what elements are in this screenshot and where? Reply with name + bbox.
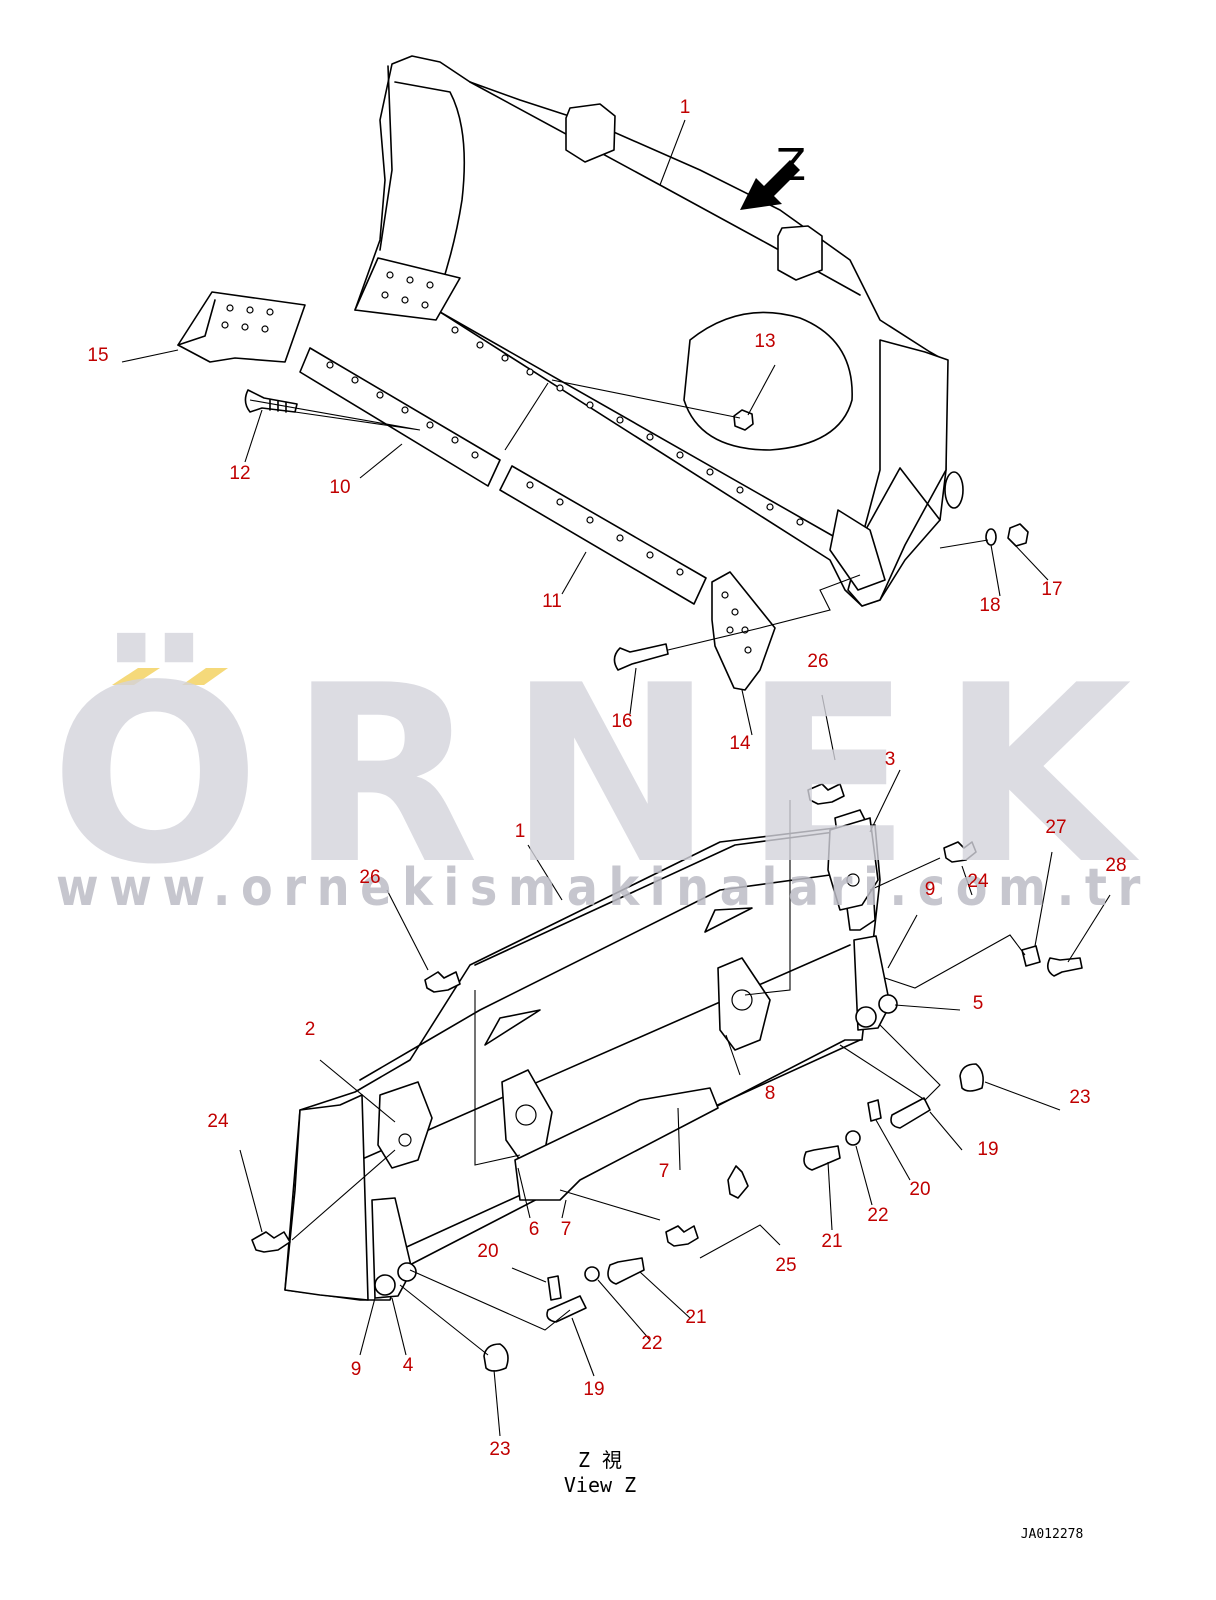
hinge-left bbox=[371, 1197, 417, 1299]
callout-c25: 25 bbox=[775, 1255, 796, 1276]
leader-lines bbox=[121, 119, 1111, 1437]
bracket-2 bbox=[377, 1081, 433, 1169]
watermark-umlaut-left bbox=[112, 668, 160, 685]
fitting-26-top bbox=[807, 783, 845, 805]
callout-c20-b: 20 bbox=[477, 1241, 498, 1262]
view-z-arrow bbox=[740, 160, 800, 210]
callout-c7-a: 7 bbox=[659, 1161, 670, 1182]
callout-c2: 2 bbox=[305, 1019, 316, 1040]
callout-c4: 4 bbox=[403, 1355, 414, 1376]
fitting-25-b bbox=[665, 1225, 699, 1247]
left-corner-plate bbox=[354, 257, 461, 321]
washer-18 bbox=[985, 528, 997, 546]
cylinder-boss-left bbox=[565, 103, 616, 163]
callout-c23-b: 23 bbox=[489, 1439, 510, 1460]
fitting-26-left bbox=[424, 971, 461, 993]
callout-c28: 28 bbox=[1105, 855, 1126, 876]
callout-c22-a: 22 bbox=[867, 1205, 888, 1226]
callout-c1-bottom: 1 bbox=[515, 821, 526, 842]
bolt-21-right bbox=[803, 1145, 841, 1171]
cylinder-boss-right bbox=[777, 225, 823, 281]
blade-front-assembly bbox=[354, 55, 964, 607]
bushing-23-right bbox=[959, 1063, 984, 1092]
bushing-23-left bbox=[483, 1343, 509, 1372]
callout-c26-b: 26 bbox=[359, 867, 380, 888]
callout-c27: 27 bbox=[1045, 817, 1066, 838]
callout-c8: 8 bbox=[765, 1083, 776, 1104]
caption-view-en: View Z bbox=[564, 1473, 636, 1497]
pin-19-left bbox=[546, 1295, 587, 1323]
callout-c3: 3 bbox=[885, 749, 896, 770]
callout-c11: 11 bbox=[542, 591, 562, 612]
callout-c12: 12 bbox=[229, 463, 250, 484]
callout-c21-b: 21 bbox=[685, 1307, 706, 1328]
callout-c19-b: 19 bbox=[583, 1379, 604, 1400]
gusset-1 bbox=[484, 1009, 541, 1046]
callout-c24-a: 24 bbox=[967, 871, 989, 892]
fitting-24-right bbox=[943, 841, 977, 863]
bolt-21-left bbox=[607, 1257, 645, 1285]
blade-bolt-strip bbox=[439, 311, 841, 541]
plate-20-right bbox=[867, 1099, 882, 1122]
gusset-2 bbox=[704, 907, 753, 933]
blade-rear-mid bbox=[359, 944, 851, 1161]
caption-view-jp: Z 視 bbox=[578, 1448, 622, 1472]
blade-curve bbox=[394, 81, 466, 291]
callout-c19-a: 19 bbox=[977, 1139, 998, 1160]
callout-c9-b: 9 bbox=[351, 1359, 362, 1380]
watermark-brand: ÖRNEK bbox=[50, 632, 1160, 918]
blade-left-wing bbox=[379, 65, 393, 251]
callout-c5: 5 bbox=[973, 993, 984, 1014]
callout-c10: 10 bbox=[329, 477, 350, 498]
callout-c16: 16 bbox=[611, 711, 632, 732]
drawing-code: JA012278 bbox=[1021, 1527, 1084, 1542]
washer-22-left bbox=[584, 1266, 600, 1282]
callout-c15: 15 bbox=[87, 345, 108, 366]
blade-rear-upper bbox=[359, 874, 831, 1081]
callout-c14: 14 bbox=[729, 733, 751, 754]
blade-rear-top bbox=[474, 829, 851, 966]
bolt-28 bbox=[1046, 957, 1083, 977]
pin-19-right bbox=[890, 1097, 931, 1129]
washer-22-right bbox=[845, 1130, 861, 1146]
cutting-edge-right bbox=[499, 465, 707, 605]
plate-27 bbox=[1021, 945, 1041, 967]
callout-c26-a: 26 bbox=[807, 651, 828, 672]
callout-c13: 13 bbox=[754, 331, 775, 352]
nut-17 bbox=[1007, 523, 1029, 547]
watermark: ÖRNEK www.ornekismakinalari.com.tr bbox=[50, 632, 1160, 918]
blade-oval-panel bbox=[683, 311, 853, 451]
fitting-25-a bbox=[727, 1165, 749, 1199]
callout-c23-a: 23 bbox=[1069, 1087, 1090, 1108]
callout-c9-a: 9 bbox=[925, 879, 936, 900]
watermark-url: www.ornekismakinalari.com.tr bbox=[56, 858, 1151, 918]
callout-c20-a: 20 bbox=[909, 1179, 930, 1200]
cutting-edge-left bbox=[299, 347, 501, 487]
callout-c24-b: 24 bbox=[207, 1111, 229, 1132]
callout-c6: 6 bbox=[529, 1219, 540, 1240]
callout-c7-b: 7 bbox=[561, 1219, 572, 1240]
callout-c22-b: 22 bbox=[641, 1333, 662, 1354]
callout-c21-a: 21 bbox=[821, 1231, 842, 1252]
blade-right-pin bbox=[944, 471, 964, 509]
callout-c1-top: 1 bbox=[680, 97, 691, 118]
end-bit-right bbox=[711, 571, 776, 691]
strut-7 bbox=[514, 1087, 719, 1201]
callout-c18: 18 bbox=[979, 595, 1000, 616]
callout-c17: 17 bbox=[1041, 579, 1062, 600]
hinge-right bbox=[853, 935, 898, 1031]
plate-20-left bbox=[547, 1275, 562, 1301]
bolt-16 bbox=[613, 643, 669, 671]
bracket-3 bbox=[827, 817, 879, 911]
view-z-label: Z bbox=[776, 140, 806, 191]
fitting-24-left bbox=[251, 1231, 291, 1253]
blade-holes bbox=[381, 271, 804, 526]
watermark-umlaut-right bbox=[182, 668, 228, 685]
nut-13 bbox=[733, 409, 754, 431]
right-corner-plate bbox=[829, 509, 886, 591]
blade-rear-left-end bbox=[284, 1094, 369, 1301]
end-bit-left bbox=[177, 291, 306, 363]
